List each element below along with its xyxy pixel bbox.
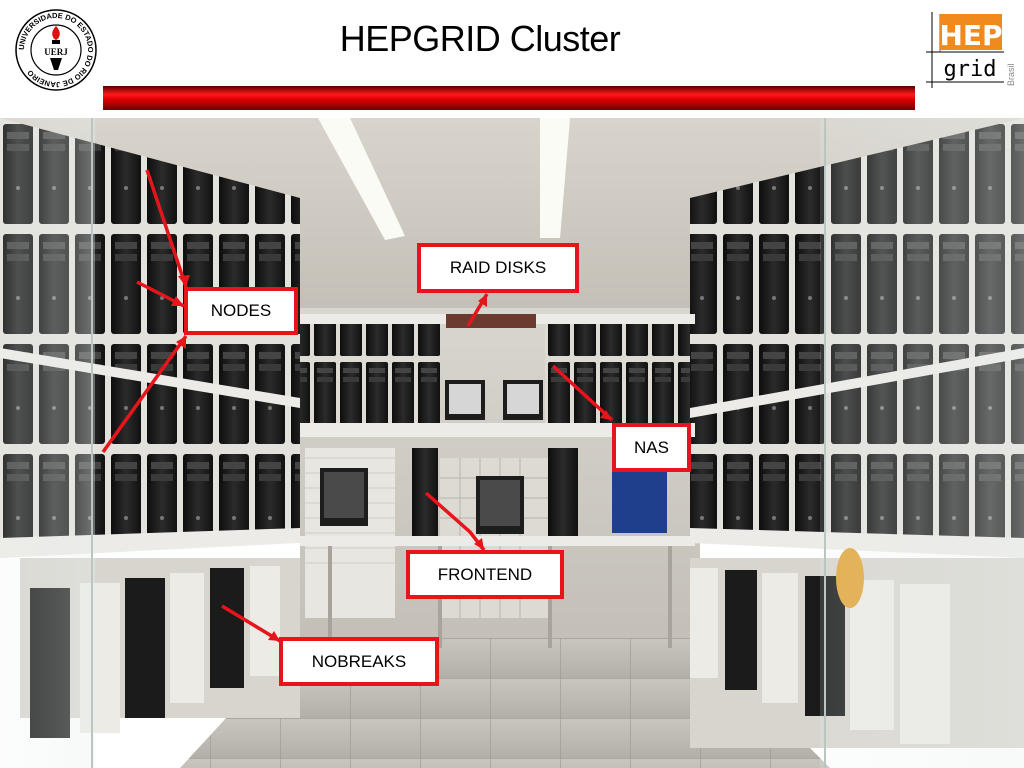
hepgrid-logo-icon: HEP grid Brasil — [926, 12, 1016, 88]
uerj-seal-icon: UNIVERSIDADE DO ESTADO DO RIO DE JANEIRO… — [15, 9, 97, 91]
uerj-logo-text: UERJ — [44, 47, 68, 57]
header-red-bar — [103, 86, 915, 110]
brasil-logo-text: Brasil — [1006, 63, 1016, 86]
nas-label: NAS — [612, 423, 691, 472]
page-title: HEPGRID Cluster — [339, 18, 621, 59]
hep-logo-text: HEP — [939, 19, 1002, 52]
server-room-photo — [0, 118, 1024, 768]
raid-disks-label: RAID DISKS — [417, 243, 579, 293]
grid-logo-text: grid — [944, 57, 997, 82]
frontend-label: FRONTEND — [406, 550, 564, 599]
nodes-label: NODES — [184, 287, 298, 335]
nobreaks-label: NOBREAKS — [279, 637, 439, 686]
